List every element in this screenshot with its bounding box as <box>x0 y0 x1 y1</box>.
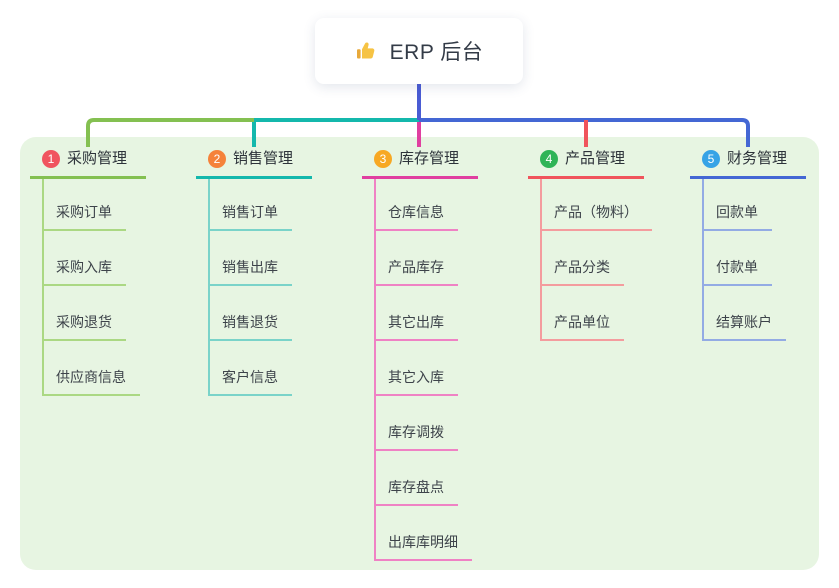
branch-label-text: 财务管理 <box>727 150 788 167</box>
child-node-label: 仓库信息 <box>388 204 444 220</box>
branch-product-label[interactable]: 4 产品管理 <box>528 148 644 179</box>
canvas-panel <box>20 137 819 570</box>
child-node-label: 销售退货 <box>222 314 278 330</box>
branch-number-badge: 3 <box>374 149 392 168</box>
branch-purchase-label[interactable]: 1 采购管理 <box>30 148 146 179</box>
branch-finance-children: 回款单 付款单 结算账户 <box>702 179 786 341</box>
thumbs-up-icon <box>355 39 379 63</box>
child-node[interactable]: 产品库存 <box>376 231 458 286</box>
child-node-label: 出库库明细 <box>388 534 458 550</box>
child-node[interactable]: 销售订单 <box>210 179 292 231</box>
child-node[interactable]: 付款单 <box>704 231 772 286</box>
child-node-label: 产品分类 <box>554 259 610 275</box>
child-node-label: 库存调拨 <box>388 424 444 440</box>
child-node-label: 销售订单 <box>222 204 278 220</box>
branch-sales: 2 销售管理 销售订单 销售出库 销售退货 客户信息 <box>196 148 336 396</box>
child-node[interactable]: 客户信息 <box>210 341 292 396</box>
branch-number-badge: 4 <box>540 149 558 168</box>
branch-purchase-children: 采购订单 采购入库 采购退货 供应商信息 <box>42 179 140 396</box>
child-node[interactable]: 销售出库 <box>210 231 292 286</box>
child-node[interactable]: 产品分类 <box>542 231 624 286</box>
child-node[interactable]: 出库库明细 <box>376 506 472 561</box>
child-node-label: 产品库存 <box>388 259 444 275</box>
branch-label-text: 销售管理 <box>233 150 294 167</box>
child-node[interactable]: 采购退货 <box>44 286 126 341</box>
child-node-label: 其它入库 <box>388 369 444 385</box>
branch-inventory-label[interactable]: 3 库存管理 <box>362 148 478 179</box>
branch-inventory: 3 库存管理 仓库信息 产品库存 其它出库 其它入库 库存调拨 库存盘点 出库库… <box>362 148 502 561</box>
branch-number-badge: 1 <box>42 149 60 168</box>
child-node[interactable]: 采购入库 <box>44 231 126 286</box>
child-node-label: 回款单 <box>716 204 758 220</box>
branch-purchase: 1 采购管理 采购订单 采购入库 采购退货 供应商信息 <box>30 148 170 396</box>
child-node-label: 产品单位 <box>554 314 610 330</box>
branch-inventory-children: 仓库信息 产品库存 其它出库 其它入库 库存调拨 库存盘点 出库库明细 <box>374 179 472 561</box>
branch-number-badge: 2 <box>208 149 226 168</box>
child-node-label: 供应商信息 <box>56 369 126 385</box>
child-node-label: 其它出库 <box>388 314 444 330</box>
child-node[interactable]: 仓库信息 <box>376 179 458 231</box>
branch-product: 4 产品管理 产品（物料） 产品分类 产品单位 <box>528 148 668 341</box>
branch-label-text: 采购管理 <box>67 150 128 167</box>
child-node[interactable]: 销售退货 <box>210 286 292 341</box>
child-node[interactable]: 库存盘点 <box>376 451 458 506</box>
root-node[interactable]: ERP 后台 <box>315 18 523 84</box>
child-node-label: 付款单 <box>716 259 758 275</box>
branch-product-children: 产品（物料） 产品分类 产品单位 <box>540 179 652 341</box>
child-node-label: 采购订单 <box>56 204 112 220</box>
child-node[interactable]: 产品（物料） <box>542 179 652 231</box>
child-node[interactable]: 结算账户 <box>704 286 786 341</box>
child-node[interactable]: 其它入库 <box>376 341 458 396</box>
child-node[interactable]: 供应商信息 <box>44 341 140 396</box>
branch-finance-label[interactable]: 5 财务管理 <box>690 148 806 179</box>
child-node-label: 客户信息 <box>222 369 278 385</box>
branch-label-text: 产品管理 <box>565 150 626 167</box>
child-node[interactable]: 库存调拨 <box>376 396 458 451</box>
child-node-label: 销售出库 <box>222 259 278 275</box>
root-title: ERP 后台 <box>389 41 484 64</box>
child-node[interactable]: 回款单 <box>704 179 772 231</box>
child-node-label: 产品（物料） <box>554 204 638 220</box>
child-node-label: 采购退货 <box>56 314 112 330</box>
child-node[interactable]: 产品单位 <box>542 286 624 341</box>
child-node-label: 采购入库 <box>56 259 112 275</box>
child-node[interactable]: 采购订单 <box>44 179 126 231</box>
child-node-label: 结算账户 <box>716 314 772 330</box>
branch-sales-children: 销售订单 销售出库 销售退货 客户信息 <box>208 179 292 396</box>
branch-finance: 5 财务管理 回款单 付款单 结算账户 <box>690 148 830 341</box>
child-node-label: 库存盘点 <box>388 479 444 495</box>
child-node[interactable]: 其它出库 <box>376 286 458 341</box>
branch-number-badge: 5 <box>702 149 720 168</box>
branch-sales-label[interactable]: 2 销售管理 <box>196 148 312 179</box>
branch-label-text: 库存管理 <box>399 150 460 167</box>
